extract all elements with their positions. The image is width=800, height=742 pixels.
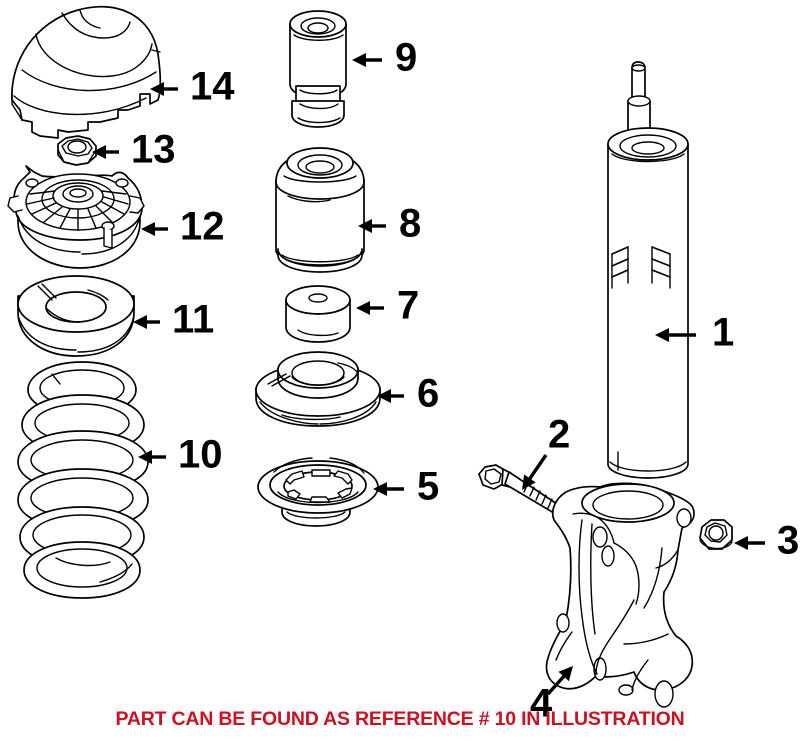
callout-arrow-head bbox=[141, 222, 155, 236]
part-3-hex-flange-nut[interactable] bbox=[699, 519, 733, 550]
callout-arrow-head bbox=[373, 482, 387, 496]
callout-number-10: 10 bbox=[178, 433, 223, 477]
callout-14[interactable]: 14 bbox=[150, 65, 235, 109]
callout-10[interactable]: 10 bbox=[138, 433, 223, 477]
part-11-upper-spring-pad-ring[interactable] bbox=[17, 275, 135, 357]
callout-arrow-head bbox=[352, 53, 366, 67]
callout-arrow-head bbox=[558, 666, 573, 682]
callout-2[interactable]: 2 bbox=[522, 413, 570, 490]
callout-9[interactable]: 9 bbox=[352, 36, 417, 80]
callout-number-12: 12 bbox=[180, 205, 225, 249]
callout-arrow-head bbox=[133, 315, 147, 329]
callout-number-2: 2 bbox=[548, 413, 570, 457]
callout-arrow-head bbox=[356, 301, 370, 315]
callout-number-1: 1 bbox=[712, 311, 734, 355]
part-10-coil-spring[interactable] bbox=[17, 361, 149, 599]
part-7-spacer-washer[interactable] bbox=[285, 285, 351, 343]
callout-8[interactable]: 8 bbox=[358, 202, 421, 246]
callout-arrow-head bbox=[150, 82, 164, 96]
callout-6[interactable]: 6 bbox=[377, 372, 439, 416]
callout-number-3: 3 bbox=[777, 519, 799, 563]
callout-number-11: 11 bbox=[172, 298, 214, 342]
callout-1[interactable]: 1 bbox=[655, 311, 734, 355]
callout-7[interactable]: 7 bbox=[356, 284, 419, 328]
part-1-strut-shock-absorber[interactable] bbox=[607, 61, 689, 479]
callout-11[interactable]: 11 bbox=[133, 298, 214, 342]
callout-number-4: 4 bbox=[530, 682, 553, 726]
reference-note: PART CAN BE FOUND AS REFERENCE # 10 IN I… bbox=[115, 708, 685, 730]
callout-4[interactable]: 4 bbox=[530, 666, 573, 726]
part-5-strut-bearing[interactable] bbox=[257, 457, 379, 527]
callout-12[interactable]: 12 bbox=[141, 205, 225, 249]
callout-arrow-head bbox=[358, 219, 372, 233]
callout-number-13: 13 bbox=[131, 128, 176, 172]
callout-arrow-head bbox=[734, 536, 748, 550]
callout-number-7: 7 bbox=[397, 284, 419, 328]
part-4-steering-knuckle[interactable] bbox=[545, 482, 695, 708]
callout-13[interactable]: 13 bbox=[92, 128, 176, 172]
callout-number-6: 6 bbox=[417, 372, 439, 416]
callout-number-9: 9 bbox=[395, 36, 417, 80]
part-6-upper-spring-seat[interactable] bbox=[255, 351, 381, 427]
callout-arrow-head bbox=[655, 328, 669, 342]
callout-5[interactable]: 5 bbox=[373, 465, 439, 509]
callout-leader-line bbox=[546, 673, 567, 696]
callout-number-5: 5 bbox=[417, 465, 439, 509]
callout-3[interactable]: 3 bbox=[734, 519, 799, 563]
callout-arrow-head bbox=[138, 450, 152, 464]
part-8-dust-boot-cover[interactable] bbox=[275, 147, 365, 273]
callout-leader-line bbox=[527, 454, 548, 482]
callout-number-8: 8 bbox=[399, 202, 421, 246]
callout-number-14: 14 bbox=[190, 65, 235, 109]
callout-arrow-head bbox=[92, 145, 106, 159]
part-14-protective-cap[interactable] bbox=[11, 5, 162, 139]
part-13-strut-mount-nut[interactable] bbox=[57, 135, 97, 166]
part-9-bump-stop[interactable] bbox=[289, 10, 347, 128]
part-12-strut-mount[interactable] bbox=[7, 165, 145, 269]
callout-arrow-head bbox=[377, 389, 391, 403]
callout-arrow-head bbox=[522, 474, 536, 490]
